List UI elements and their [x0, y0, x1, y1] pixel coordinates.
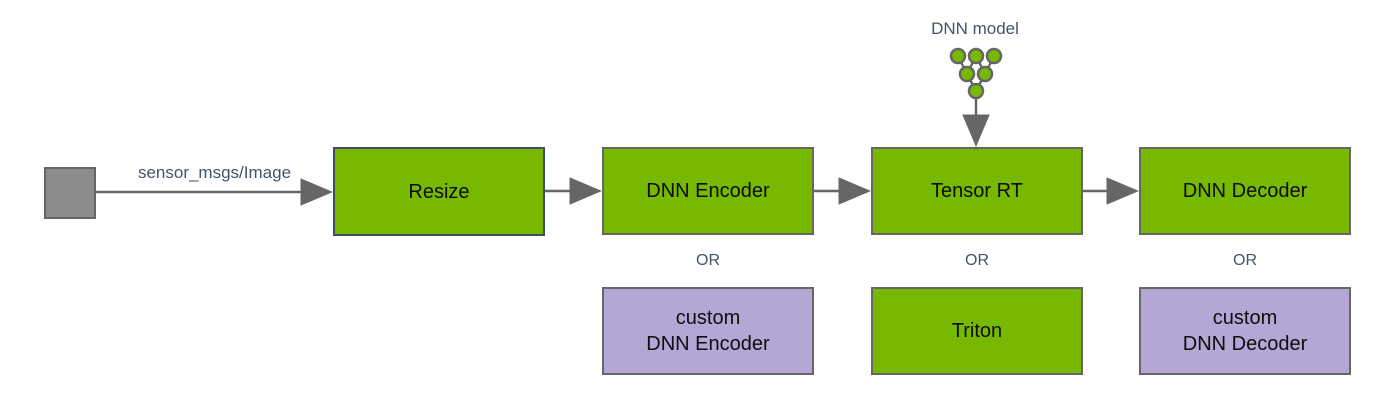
node-custom-dnn-encoder: custom DNN Encoder: [602, 287, 814, 375]
neural-network-icon: [949, 47, 1003, 100]
node-dnn-encoder: DNN Encoder: [602, 147, 814, 235]
node-custom-dnn-decoder: custom DNN Decoder: [1139, 287, 1351, 375]
node-resize-label: Resize: [408, 180, 470, 203]
node-resize: Resize: [333, 147, 545, 236]
node-custom-dnn-encoder-line1: custom: [675, 307, 741, 329]
node-triton-label: Triton: [951, 320, 1003, 342]
node-dnn-encoder-label: DNN Encoder: [646, 180, 770, 202]
node-triton: Triton: [871, 287, 1083, 375]
node-dnn-decoder-label: DNN Decoder: [1182, 180, 1308, 202]
node-dnn-decoder: DNN Decoder: [1139, 147, 1351, 235]
dnn-model-label: DNN model: [931, 19, 1019, 38]
or-label-decoder: OR: [1233, 252, 1257, 269]
node-custom-dnn-encoder-line2: DNN Encoder: [646, 333, 770, 355]
node-custom-dnn-decoder-line2: DNN Decoder: [1182, 333, 1308, 355]
node-custom-dnn-decoder-line1: custom: [1212, 307, 1278, 329]
input-image-square: [44, 167, 96, 219]
or-label-encoder: OR: [696, 252, 720, 269]
input-topic-label: sensor_msgs/Image: [137, 163, 292, 182]
or-label-tensorrt: OR: [965, 252, 989, 269]
node-tensor-rt: Tensor RT: [871, 147, 1083, 235]
node-tensor-rt-label: Tensor RT: [931, 180, 1023, 202]
